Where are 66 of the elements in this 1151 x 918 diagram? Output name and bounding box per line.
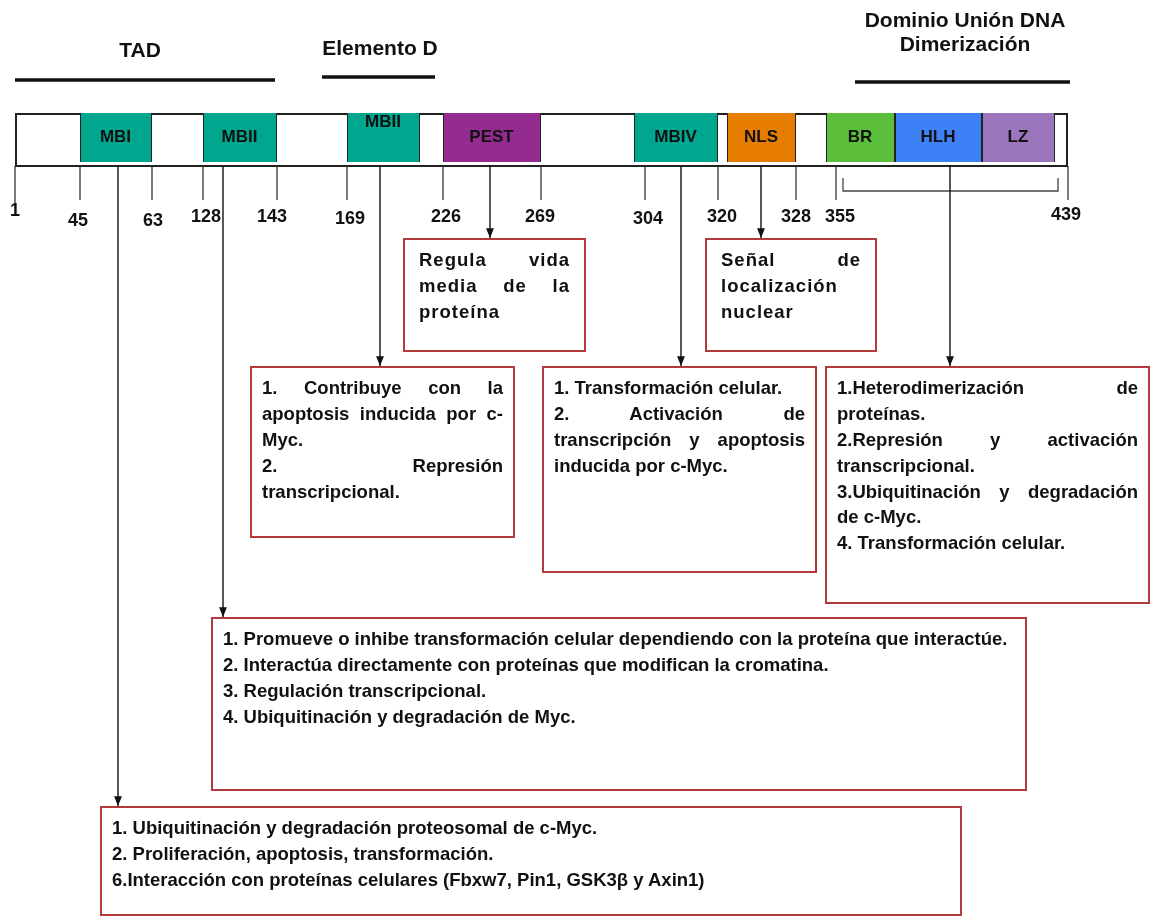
domain-block: [726, 112, 796, 162]
domain-block: [894, 112, 982, 162]
annotation-box: [705, 238, 877, 352]
position-number: 169: [335, 208, 365, 229]
position-number: 45: [68, 210, 88, 231]
arrow: [946, 164, 954, 367]
domain-block: [442, 112, 541, 162]
region-heading: Elemento D: [322, 36, 438, 60]
list-item: 1. Promueve o inhibe transformación celular dependiendo con la proteína que interactúe.: [223, 627, 1009, 651]
description-text: Regula vida media de la proteína: [419, 248, 570, 324]
list-item: 2.Represión y activación transcripcional.: [837, 427, 1138, 478]
domain-block: [633, 112, 718, 162]
position-number: 304: [633, 208, 663, 229]
position-number: 1: [10, 200, 20, 221]
list-item: 4. Ubiquitinación y degradación de Myc.: [223, 704, 577, 729]
position-number: 128: [191, 206, 221, 227]
annotation-box: [211, 617, 1027, 791]
arrow: [114, 164, 122, 807]
arrow: [677, 164, 685, 367]
list-item: 2. Represión transcripcional.: [262, 453, 503, 504]
list-item: 3. Regulación transcripcional.: [223, 678, 488, 703]
domain-block: [346, 112, 420, 162]
position-number: 328: [781, 206, 811, 227]
domain-label: PEST: [469, 127, 514, 147]
domain-block: [79, 112, 152, 162]
list-item: 1. Contribuye con la apoptosis inducida por c-Myc.: [262, 376, 503, 452]
position-number: 355: [825, 206, 855, 227]
protein-bar: [15, 113, 1068, 167]
domain-label: HLH: [920, 127, 956, 147]
list-item: 1. Ubiquitinación y degradación proteosomal de c-Myc.: [112, 816, 599, 840]
arrow: [219, 164, 227, 618]
position-number: 439: [1051, 204, 1081, 225]
list-item: 2. Activación de transcripción y apoptosis inducida por c-Myc.: [554, 401, 805, 478]
list-item: 1. Transformación celular.: [554, 376, 784, 400]
domain-label: MBIV: [654, 127, 697, 147]
domain-label: LZ: [1007, 127, 1029, 147]
position-number: 143: [257, 206, 287, 227]
domain-label: NLS: [744, 127, 778, 147]
description-text: Señal de localización nuclear: [721, 248, 861, 324]
annotation-box: [250, 366, 515, 538]
region-heading: TAD: [119, 38, 161, 62]
arrow: [757, 164, 765, 239]
annotation-box: [100, 806, 962, 916]
domain-label: MBII: [221, 127, 258, 147]
list-item: 2. Proliferación, apoptosis, transformación.: [112, 841, 495, 866]
arrow: [486, 164, 494, 239]
list-item: 1.Heterodimerización de proteínas.: [837, 376, 1138, 426]
list-item: 3.Ubiquitinación y degradación de c-Myc.: [837, 479, 1138, 530]
domain-label: MBII: [365, 112, 401, 130]
position-number: 63: [143, 210, 163, 231]
region-heading: Dominio Unión DNA Dimerización: [863, 8, 1067, 56]
annotation-box: [542, 366, 817, 573]
domain-block: [825, 112, 895, 162]
annotation-box: [825, 366, 1150, 604]
list-item: 2. Interactúa directamente con proteínas que modifican la cromatina.: [223, 652, 830, 677]
domain-label: BR: [847, 127, 873, 147]
list-item: 6.Interacción con proteínas celulares (Fbxw7, Pin1, GSK3β y Axin1): [112, 867, 706, 892]
domain-label: MBI: [99, 127, 132, 147]
arrow: [376, 164, 384, 367]
domain-block: [981, 112, 1055, 162]
list-item: 4. Transformación celular.: [837, 531, 1067, 556]
domain-block: [202, 112, 277, 162]
annotation-box: [403, 238, 586, 352]
position-number: 269: [525, 206, 555, 227]
position-number: 320: [707, 206, 737, 227]
position-number: 226: [431, 206, 461, 227]
